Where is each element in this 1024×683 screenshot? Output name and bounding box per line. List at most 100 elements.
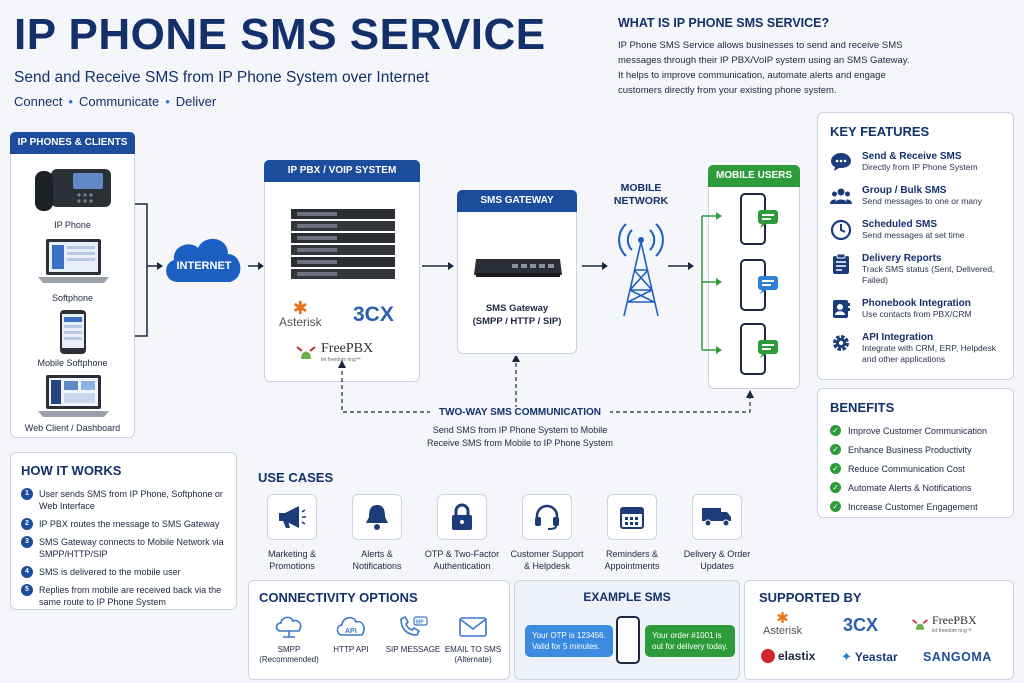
feature-title: Phonebook Integration	[862, 298, 971, 309]
arrow-tower-mobile	[668, 262, 694, 270]
two-way-line1: Send SMS from IP Phone System to Mobile	[432, 425, 608, 435]
feature-title: Scheduled SMS	[862, 219, 938, 230]
phonebook-icon	[833, 300, 850, 318]
clients-connector	[135, 203, 163, 337]
key-features-title: KEY FEATURES	[830, 124, 930, 139]
asterisk-logo: ✱ Asterisk	[279, 298, 322, 329]
use-case-reminders: Reminders & Appointments	[588, 494, 676, 572]
mobile-users-title: MOBILE USERS	[708, 165, 800, 187]
example-sms-panel: EXAMPLE SMS Your OTP is 123456. Valid fo…	[514, 580, 740, 680]
benefit-item: ✓ Enhance Business Productivity	[830, 444, 1001, 455]
svg-text:SIP: SIP	[416, 619, 425, 625]
connectivity-title: CONNECTIVITY OPTIONS	[259, 590, 418, 605]
freepbx-bell-icon	[296, 346, 316, 359]
gear-icon	[833, 335, 849, 351]
supported-by-title: SUPPORTED BY	[759, 590, 862, 605]
two-way-title: TWO-WAY SMS COMMUNICATION	[430, 407, 610, 418]
check-icon: ✓	[830, 463, 841, 474]
tagline-deliver: Deliver	[175, 94, 217, 109]
mobile-user-phone-icon	[740, 323, 778, 375]
arrow-gateway-tower	[582, 262, 608, 270]
step-number: 1	[21, 488, 33, 500]
email-icon	[459, 617, 487, 637]
freepbx-slogan: let freedom ring™	[321, 357, 361, 363]
step-number: 4	[21, 566, 33, 578]
use-case-line: Reminders &	[605, 549, 659, 559]
feature-desc: Directly from IP Phone System	[862, 162, 978, 172]
step-number: 5	[21, 584, 33, 596]
what-is-line: customers directly from your existing ph…	[618, 85, 837, 96]
check-icon: ✓	[830, 444, 841, 455]
calendar-icon	[620, 507, 644, 529]
client-label-ip-phone: IP Phone	[54, 220, 91, 230]
what-is-title: WHAT IS IP PHONE SMS SERVICE?	[618, 16, 830, 30]
client-label-web-client: Web Client / Dashboard	[24, 423, 121, 433]
mobile-network-line1: MOBILE	[620, 182, 662, 194]
check-icon: ✓	[830, 501, 841, 512]
sms-bubble-order: Your order #1001 is out for delivery tod…	[645, 625, 735, 657]
freepbx-label: FreePBX	[321, 341, 374, 356]
feature-desc: Send messages to one or many	[862, 196, 983, 206]
step-text: IP PBX routes the message to SMS Gateway	[39, 519, 220, 529]
internet-label: INTERNET	[176, 260, 232, 272]
two-way-line2: Receive SMS from Mobile to IP Phone Syst…	[427, 438, 613, 448]
tagline-communicate: Communicate	[78, 94, 160, 109]
connectivity-sip: SIP SIP MESSAGE	[373, 615, 453, 655]
freepbx-label: FreePBX	[932, 613, 977, 627]
pbx-title: IP PBX / VOIP SYSTEM	[264, 160, 420, 182]
benefit-item: ✓Increase Customer Engagement	[830, 501, 1001, 512]
use-case-line: Updates	[700, 561, 734, 571]
feature-desc: Track SMS status (Sent, Delivered, Faile…	[862, 264, 995, 285]
feature-title: API Integration	[862, 332, 934, 343]
yeastar-logo: ✦ Yeastar	[841, 649, 898, 665]
feature-title: Group / Bulk SMS	[862, 185, 947, 196]
yeastar-icon: ✦	[841, 649, 852, 664]
elastix-icon	[761, 649, 775, 663]
phone-icon	[616, 616, 640, 664]
benefit-text: Automate Alerts & Notifications	[848, 482, 972, 493]
clock-icon	[830, 219, 852, 241]
mobile-user-phone-icon	[740, 193, 778, 245]
clients-panel: IP PHONES & CLIENTS IP Phone Softphone M…	[10, 132, 135, 438]
use-case-line: Delivery & Order	[683, 549, 751, 559]
feature-desc: Send messages at set time	[862, 230, 965, 240]
connectivity-line: (Alternate)	[454, 655, 492, 664]
use-case-line: Appointments	[604, 561, 660, 571]
svg-text:API: API	[345, 628, 357, 635]
what-is-line: IP Phone SMS Service allows businesses t…	[618, 40, 903, 51]
sangoma-logo: SANGOMA	[923, 650, 992, 664]
pbx-panel: IP PBX / VOIP SYSTEM ✱ Asterisk 3CX Free…	[264, 160, 420, 382]
connectivity-line: EMAIL TO SMS	[444, 645, 502, 654]
mobile-network-label: MOBILE NETWORK	[606, 182, 676, 208]
supported-by-panel: SUPPORTED BY ✱ Asterisk 3CX FreePBX let …	[744, 580, 1014, 680]
asterisk-label: Asterisk	[279, 315, 322, 329]
cloud-network-icon	[275, 616, 302, 638]
freepbx-slogan: let freedom ring™	[932, 628, 972, 634]
benefit-text: Reduce Communication Cost	[848, 463, 966, 474]
lock-icon	[452, 503, 472, 530]
benefit-text: Improve Customer Communication	[848, 425, 988, 436]
benefit-text: Enhance Business Productivity	[848, 444, 972, 455]
connectivity-line: (Recommended)	[259, 655, 319, 664]
mobile-network-line2: NETWORK	[613, 195, 669, 207]
megaphone-icon	[279, 506, 306, 528]
3cx-logo: 3CX	[843, 615, 879, 635]
use-case-line: & Helpdesk	[523, 561, 571, 571]
gateway-title: SMS GATEWAY	[457, 190, 577, 212]
connectivity-http: API HTTP API	[311, 615, 391, 655]
feature-title: Send & Receive SMS	[862, 151, 962, 162]
use-case-support: Customer Support & Helpdesk	[503, 494, 591, 572]
use-case-line: Alerts &	[361, 549, 393, 559]
yeastar-label: Yeastar	[854, 650, 898, 664]
gateway-line2: (SMPP / HTTP / SIP)	[472, 316, 562, 327]
use-cases-title: USE CASES	[258, 470, 334, 485]
use-case-line: Promotions	[269, 561, 315, 571]
use-case-line: OTP & Two-Factor	[424, 549, 500, 559]
use-case-line: Authentication	[433, 561, 491, 571]
arrow-internet-pbx	[248, 262, 264, 270]
